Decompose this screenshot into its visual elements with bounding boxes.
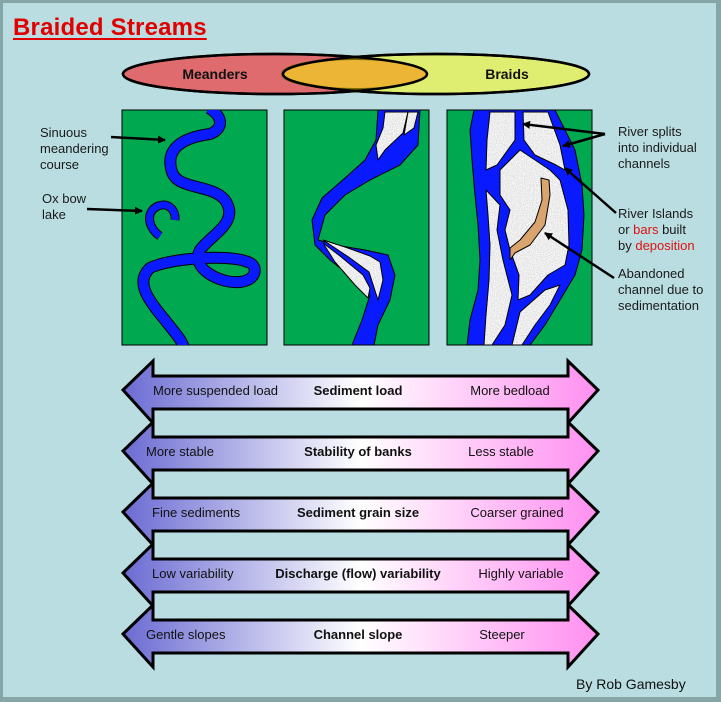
text: or (618, 222, 634, 237)
page-title: Braided Streams (13, 14, 207, 41)
venn-diagram: Meanders Braids (121, 52, 591, 96)
annotation-line: or bars built (618, 222, 695, 238)
scale-left-label: More suspended load (153, 383, 278, 398)
scale-arrow: Low variability Discharge (flow) variabil… (120, 540, 601, 610)
annotation-line: Abandoned (618, 266, 685, 281)
arrow-abandoned (544, 231, 615, 280)
bar (403, 111, 419, 136)
scale-right-label: Less stable (468, 444, 534, 459)
annotation-line: into individual (618, 140, 697, 155)
double-arrow-shape (120, 418, 601, 488)
arrow-splits-2 (562, 132, 606, 148)
scale-right-label: Coarser grained (470, 505, 563, 520)
scale-left-label: More stable (146, 444, 214, 459)
scale-right-label: Steeper (479, 627, 525, 642)
scale-left-label: Low variability (152, 566, 234, 581)
annotation-line: channel due to (618, 282, 704, 297)
scale-title: Stability of banks (304, 444, 412, 459)
bar (511, 284, 561, 345)
transitional-river (311, 110, 421, 345)
scale-left-label: Fine sediments (152, 505, 241, 520)
annotation-line: River splits (618, 124, 682, 139)
arrow-oxbow (86, 206, 143, 215)
scale-title: Sediment load (314, 383, 403, 398)
scale-arrow: More stable Stability of banks Less stable (120, 418, 601, 488)
annotation-splits: River splits into individual channels (618, 124, 697, 172)
scale-arrow: Fine sediments Sediment grain size Coarser… (120, 479, 601, 549)
highlight-term: deposition (635, 238, 695, 253)
arrow-islands (564, 167, 617, 214)
venn-overlap (283, 54, 427, 94)
venn-right-label: Braids (485, 66, 529, 82)
scale-left-label: Gentle slopes (146, 627, 226, 642)
scale-right-label: More bedload (470, 383, 550, 398)
bar (322, 242, 371, 299)
bar (483, 189, 513, 345)
double-arrow-shape (120, 357, 601, 427)
comparison-scales: More suspended load Sediment load More bed… (120, 357, 601, 671)
scale-right-label: Highly variable (478, 566, 563, 581)
panel-braided (446, 109, 593, 346)
annotation-sinuous: Sinuous meandering course (40, 125, 109, 173)
scale-title: Discharge (flow) variability (275, 566, 441, 581)
arrow-splits-1 (522, 120, 606, 136)
highlight-term: bars (633, 222, 659, 237)
bar (322, 239, 384, 301)
double-arrow-shape (120, 540, 601, 610)
annotation-line: course (40, 157, 80, 172)
bar (485, 111, 516, 171)
annotation-line: meandering (40, 141, 109, 156)
annotation-line: channels (618, 156, 671, 171)
double-arrow-shape (120, 479, 601, 549)
annotation-line: lake (42, 207, 66, 222)
annotation-oxbow: Ox bow lake (42, 191, 86, 223)
arrow-sinuous (110, 135, 166, 144)
panel-meandering (121, 109, 268, 346)
annotation-islands: River Islands or bars built by depositio… (618, 206, 695, 254)
annotation-arrows (86, 120, 617, 280)
author-credit: By Rob Gamesby (576, 676, 686, 692)
abandoned-channel (509, 177, 551, 261)
annotation-abandoned: Abandoned channel due to sedimentation (618, 266, 703, 314)
scale-arrow: More suspended load Sediment load More bed… (120, 357, 601, 427)
venn-left-label: Meanders (182, 66, 248, 82)
annotation-line: Ox bow (42, 191, 87, 206)
annotation-line: sedimentation (618, 298, 699, 313)
double-arrow-shape (120, 601, 601, 671)
panel-transitional (283, 109, 430, 346)
annotation-line: by deposition (618, 238, 695, 254)
text: built (658, 222, 686, 237)
text: by (618, 238, 636, 253)
scale-title: Sediment grain size (297, 505, 419, 520)
scale-title: Channel slope (314, 627, 403, 642)
scale-arrow: Gentle slopes Channel slope Steeper (120, 601, 601, 671)
annotation-line: Sinuous (40, 125, 87, 140)
annotation-line: River Islands (618, 206, 694, 221)
